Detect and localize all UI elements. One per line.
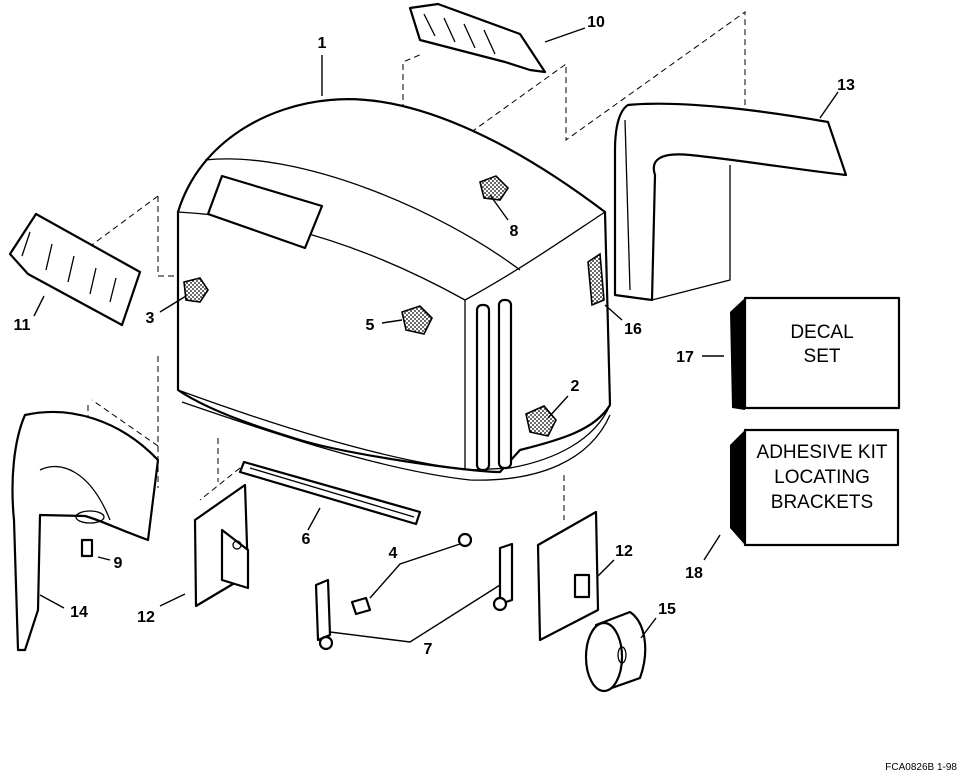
callout-18: 18 xyxy=(685,565,703,582)
leader-lines xyxy=(33,27,839,643)
decal-set-box-part-17: DECAL SET xyxy=(730,296,901,410)
rear-cover-part-13 xyxy=(613,102,848,302)
adhesive-box-line1: ADHESIVE KIT xyxy=(757,442,888,463)
callout-12-right: 12 xyxy=(615,543,633,560)
decal-patch-5 xyxy=(401,305,433,335)
gasket-strip-part-6 xyxy=(238,460,422,526)
callout-5: 5 xyxy=(366,317,375,334)
callout-9: 9 xyxy=(114,555,123,572)
callout-3: 3 xyxy=(146,310,155,327)
decal-patch-8 xyxy=(479,175,510,201)
decal-patch-2 xyxy=(525,405,557,437)
bracket-left-part-12 xyxy=(193,483,250,608)
latch-bracket-part-7 xyxy=(314,542,514,651)
adhesive-kit-box-part-18: ADHESIVE KIT LOCATING BRACKETS xyxy=(730,428,900,547)
callout-17: 17 xyxy=(676,349,694,366)
callout-12-left: 12 xyxy=(137,609,155,626)
side-vent-part-11 xyxy=(8,212,142,327)
callout-labels: 1 2 3 4 5 6 7 8 9 10 11 12 12 13 14 15 1… xyxy=(14,14,855,658)
decal-patch-16 xyxy=(587,252,605,307)
callout-15: 15 xyxy=(658,601,676,618)
lower-pan-part-14 xyxy=(11,410,160,652)
decal-box-line2: SET xyxy=(804,346,841,367)
screw-part-4 xyxy=(350,532,473,616)
callout-2: 2 xyxy=(571,378,580,395)
callout-14: 14 xyxy=(70,604,88,621)
callout-16: 16 xyxy=(624,321,642,338)
engine-cover-part-1 xyxy=(176,98,612,481)
adhesive-box-line3: BRACKETS xyxy=(771,492,873,513)
callout-10: 10 xyxy=(587,14,605,31)
decal-box-line1: DECAL xyxy=(790,322,853,343)
callout-1: 1 xyxy=(318,35,327,52)
tape-roll-part-15 xyxy=(584,610,647,693)
screw-part-9 xyxy=(80,538,94,558)
callout-11: 11 xyxy=(14,317,31,334)
vent-grille-part-10 xyxy=(408,2,547,74)
callout-8: 8 xyxy=(510,223,519,240)
callout-7: 7 xyxy=(424,641,433,658)
bracket-right-part-12 xyxy=(536,510,600,642)
callout-6: 6 xyxy=(302,531,311,548)
figure-code: FCA0826B 1-98 xyxy=(885,762,957,773)
adhesive-box-line2: LOCATING xyxy=(774,467,870,488)
callout-13: 13 xyxy=(837,77,855,94)
callout-4: 4 xyxy=(389,545,398,562)
